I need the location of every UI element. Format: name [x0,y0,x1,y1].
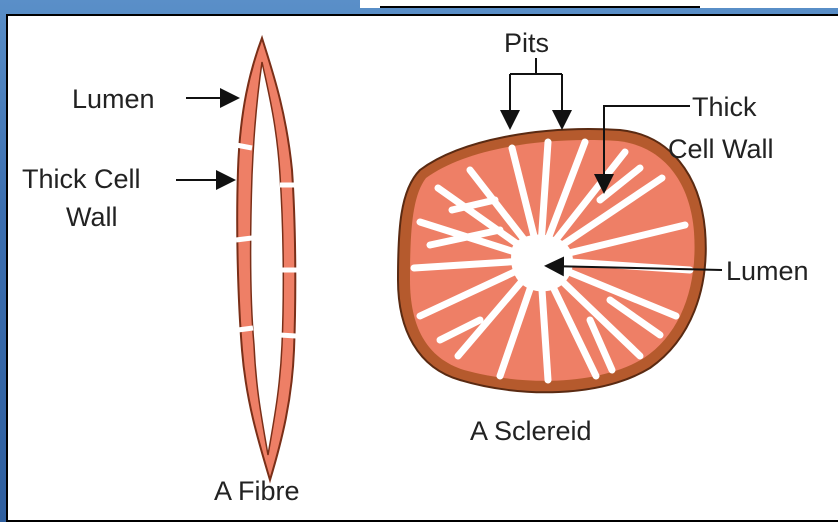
fibre-pit-6 [280,335,296,336]
sclereid-caption: A Sclereid [470,416,592,446]
fibre-caption: A Fibre [214,476,300,506]
fibre-cell [236,38,298,480]
sclereid-wall-label-2: Cell Wall [668,134,774,164]
sclereid-cell [398,129,706,392]
fibre-lumen-label: Lumen [72,84,155,114]
sclereid-lumen [511,235,573,292]
sclereid-wall-label-1: Thick [692,92,757,122]
fibre-pit-2 [236,238,252,240]
fibre-pit-1 [236,145,252,148]
fibre-wall-label-1: Thick Cell [22,164,141,194]
pits-label: Pits [504,28,549,58]
fibre-pit-3 [238,328,253,330]
sclereid-lumen-label: Lumen [726,256,809,286]
fibre-wall-label-2: Wall [66,202,118,232]
